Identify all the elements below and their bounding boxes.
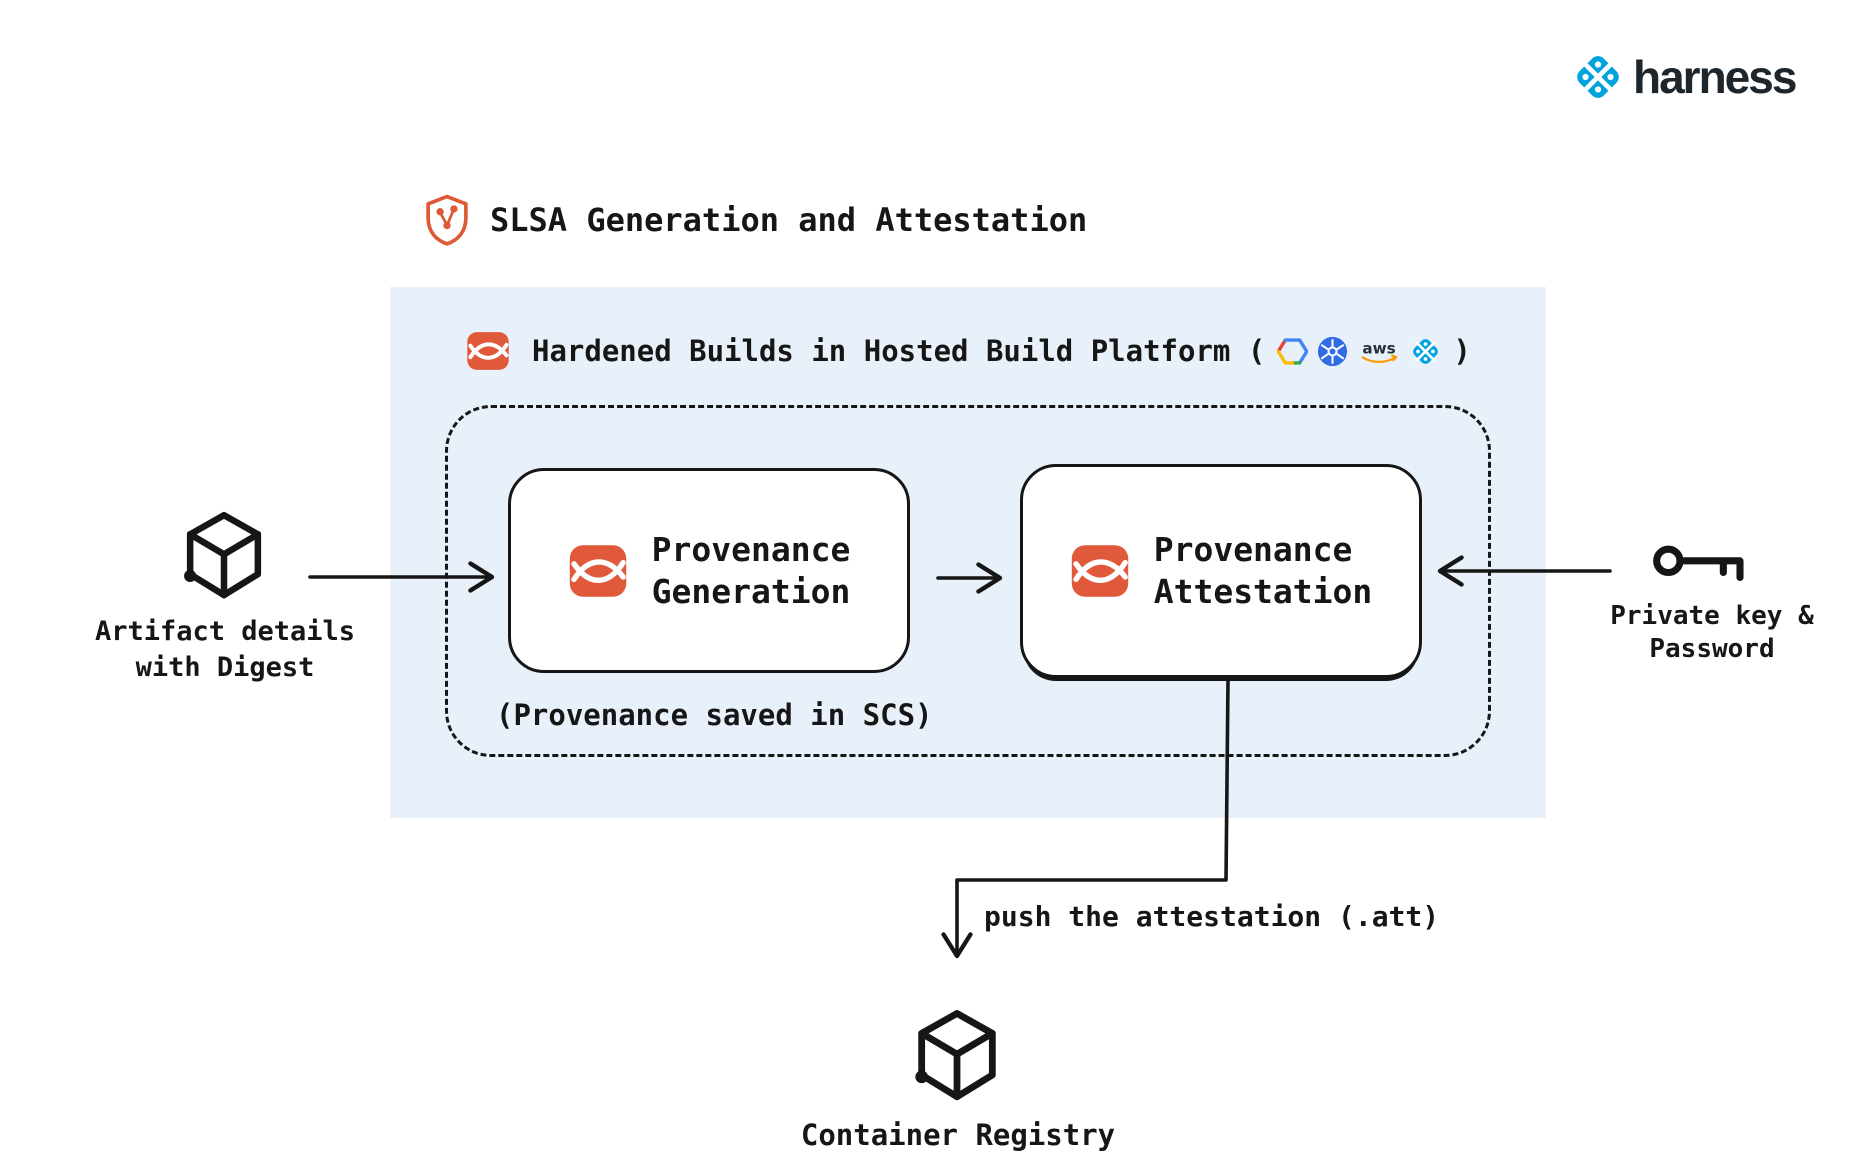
aws-icon-label: aws xyxy=(1363,339,1396,357)
scs-module-icon xyxy=(466,329,510,373)
provenance-generation-label: Provenance Generation xyxy=(651,529,851,611)
panel-heading-prefix: Hardened Builds in Hosted Build Platform… xyxy=(532,334,1266,368)
kubernetes-icon xyxy=(1318,336,1348,366)
private-key-label: Private key & Password xyxy=(1610,601,1814,664)
title-row: SLSA Generation and Attestation xyxy=(424,194,1087,246)
harness-icon xyxy=(1410,336,1441,367)
artifact-cube-icon xyxy=(180,510,268,602)
provenance-attestation-icon xyxy=(1070,541,1130,601)
provenance-attestation-label: Provenance Attestation xyxy=(1153,530,1373,611)
provenance-attestation-node: Provenance Attestation xyxy=(1020,464,1422,678)
harness-wordmark: harness xyxy=(1633,51,1797,103)
scs-note: (Provenance saved in SCS) xyxy=(496,698,933,732)
slsa-shield-icon xyxy=(426,194,468,246)
push-attestation-label: push the attestation (.att) xyxy=(984,900,1440,933)
provenance-generation-node: Provenance Generation xyxy=(508,468,910,673)
harness-logo-icon xyxy=(1572,51,1624,103)
harness-logo: harness xyxy=(1572,50,1797,104)
container-registry-cube-icon xyxy=(911,1008,1003,1104)
artifact-label: Artifact details with Digest xyxy=(94,616,356,683)
panel-heading: Hardened Builds in Hosted Build Platform… xyxy=(466,329,1471,373)
aws-icon: aws xyxy=(1361,339,1398,363)
gcp-icon xyxy=(1277,337,1309,365)
key-icon xyxy=(1653,545,1744,582)
panel-heading-suffix: ) xyxy=(1453,334,1471,368)
platform-icons: aws xyxy=(1277,336,1441,367)
diagram-title: SLSA Generation and Attestation xyxy=(490,201,1088,239)
provenance-generation-icon xyxy=(568,541,628,601)
container-registry-label: Container Registry xyxy=(800,1118,1116,1152)
